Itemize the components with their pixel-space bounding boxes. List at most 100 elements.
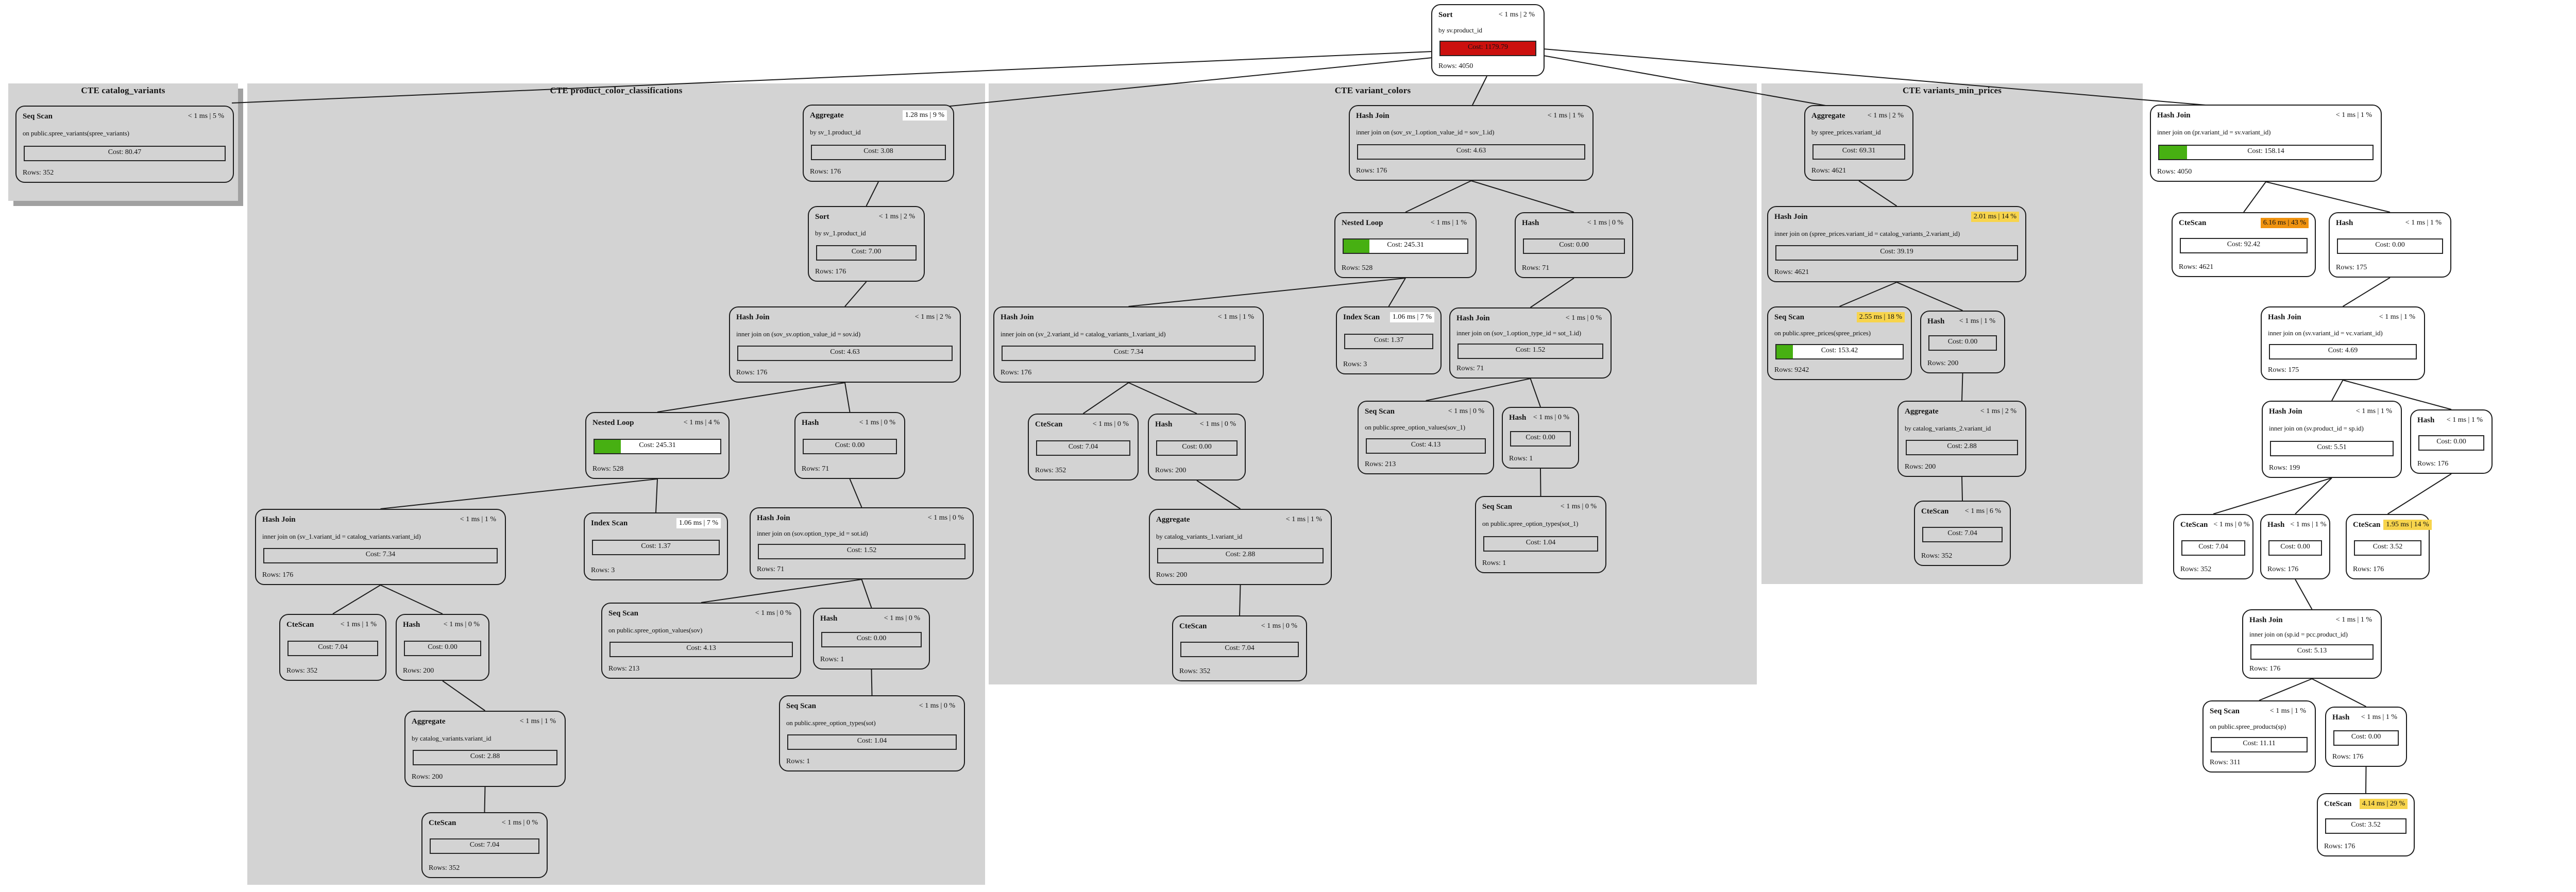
node-timing-badge: < 1 ms | 0 %: [755, 609, 791, 617]
node-cost-bar: Cost: 2.88: [413, 750, 557, 766]
node-rows-label: Rows: 4050: [2157, 167, 2192, 176]
plan-node-n36[interactable]: Hash Join< 1 ms | 1 %inner join on (pr.v…: [2150, 105, 2382, 182]
plan-node-n29[interactable]: Seq Scan< 1 ms | 0 %on public.spree_opti…: [1475, 496, 1606, 573]
node-timing-badge: < 1 ms | 0 %: [1565, 314, 1602, 322]
plan-node-n39[interactable]: Hash Join< 1 ms | 1 %inner join on (sv.v…: [2261, 306, 2425, 380]
plan-node-n15[interactable]: Seq Scan< 1 ms | 0 %on public.spree_opti…: [779, 695, 965, 771]
node-cost-bar: Cost: 153.42: [1775, 344, 1904, 359]
node-title-row: Hash Join< 1 ms | 1 %: [1356, 111, 1586, 121]
plan-edge: [332, 585, 381, 614]
node-cost-bar: Cost: 0.00: [2268, 540, 2322, 556]
node-cost-bar: Cost: 2.88: [1157, 548, 1324, 564]
node-cost-label: Cost: 0.00: [2351, 732, 2381, 741]
node-rows-label: Rows: 4050: [1438, 62, 1473, 70]
node-title-row: Hash Join< 1 ms | 1 %: [1001, 312, 1257, 322]
node-rows-label: Rows: 71: [1522, 264, 1550, 272]
plan-node-n27[interactable]: Seq Scan< 1 ms | 0 %on public.spree_opti…: [1358, 401, 1494, 474]
node-title-row: Seq Scan< 1 ms | 0 %: [608, 608, 794, 619]
node-detail: inner join on (sov_1.option_type_id = so…: [1456, 329, 1582, 337]
node-cost-bar: Cost: 0.00: [2333, 730, 2399, 746]
node-rows-label: Rows: 352: [23, 168, 54, 177]
node-rows-label: Rows: 71: [802, 465, 829, 473]
node-cost-bar: Cost: 7.34: [263, 548, 498, 564]
node-cost-bar: Cost: 0.00: [1523, 238, 1625, 254]
plan-node-n20[interactable]: Hash Join< 1 ms | 1 %inner join on (sv_2…: [993, 306, 1264, 383]
plan-edge: [1530, 378, 1541, 407]
node-cost-label: Cost: 4.63: [830, 348, 860, 356]
node-title-row: Hash< 1 ms | 0 %: [802, 418, 898, 428]
node-type-label: CteScan: [1035, 420, 1063, 428]
plan-node-n12[interactable]: Seq Scan< 1 ms | 0 %on public.spree_opti…: [601, 603, 801, 679]
node-rows-label: Rows: 352: [429, 864, 460, 872]
node-cost-bar: Cost: 0.00: [404, 641, 481, 656]
node-rows-label: Rows: 176: [815, 267, 846, 276]
plan-node-n46[interactable]: Seq Scan< 1 ms | 1 %on public.spree_prod…: [2202, 700, 2316, 773]
cte-section-title: CTE variant_colors: [1334, 85, 1411, 95]
node-detail: on public.spree_variants(spree_variants): [23, 129, 129, 138]
plan-node-n17[interactable]: Hash Join< 1 ms | 1 %inner join on (sov_…: [1349, 105, 1594, 181]
plan-node-n26[interactable]: Hash Join< 1 ms | 0 %inner join on (sov_…: [1449, 307, 1612, 379]
node-cost-label: Cost: 7.34: [1113, 348, 1144, 356]
plan-node-n40[interactable]: Hash Join< 1 ms | 1 %inner join on (sv.p…: [2262, 401, 2402, 478]
plan-node-n23[interactable]: Aggregate< 1 ms | 1 %by catalog_variants…: [1149, 509, 1332, 585]
node-timing-badge: < 1 ms | 1 %: [2379, 313, 2415, 321]
plan-node-n34[interactable]: Aggregate< 1 ms | 2 %by catalog_variants…: [1897, 401, 2026, 477]
plan-node-n4[interactable]: Hash Join< 1 ms | 2 %inner join on (sov_…: [729, 306, 961, 383]
node-title-row: Seq Scan< 1 ms | 5 %: [23, 111, 227, 122]
plan-node-n30[interactable]: Aggregate< 1 ms | 2 %by spree_prices.var…: [1804, 105, 1913, 181]
plan-node-n1[interactable]: Seq Scan< 1 ms | 5 % on public.spree_vari…: [15, 106, 234, 183]
node-timing-badge: < 1 ms | 0 %: [919, 702, 955, 710]
plan-node-n7[interactable]: Hash Join< 1 ms | 1 %inner join on (sv_1…: [255, 509, 506, 585]
node-timing-badge: < 1 ms | 1 %: [340, 621, 377, 628]
plan-node-n13[interactable]: Hash Join< 1 ms | 0 %inner join on (sov.…: [750, 507, 974, 579]
node-title-row: Sort< 1 ms | 2 %: [1438, 10, 1537, 20]
node-title-row: Seq Scan< 1 ms | 0 %: [1365, 406, 1487, 417]
node-detail: inner join on (pr.variant_id = sv.varian…: [2157, 128, 2271, 136]
plan-edge: [655, 478, 658, 513]
cte-section-variant-colors: CTE variant_colors: [989, 83, 1757, 684]
node-cost-label: Cost: 0.00: [428, 643, 457, 651]
node-cost-label: Cost: 2.88: [470, 752, 500, 761]
node-rows-label: Rows: 176: [2267, 565, 2299, 573]
plan-node-n10[interactable]: Aggregate< 1 ms | 1 %by catalog_variants…: [404, 711, 566, 787]
node-rows-label: Rows: 352: [286, 667, 318, 675]
node-type-label: Hash: [820, 614, 838, 623]
plan-node-n45[interactable]: Hash Join< 1 ms | 1 %inner join on (sp.i…: [2242, 609, 2382, 679]
node-cost-bar: Cost: 0.00: [1510, 431, 1571, 447]
node-rows-label: Rows: 1: [786, 757, 810, 765]
node-title-row: CteScan< 1 ms | 0 %: [1179, 621, 1300, 631]
node-timing-badge: < 1 ms | 0 %: [443, 621, 480, 628]
